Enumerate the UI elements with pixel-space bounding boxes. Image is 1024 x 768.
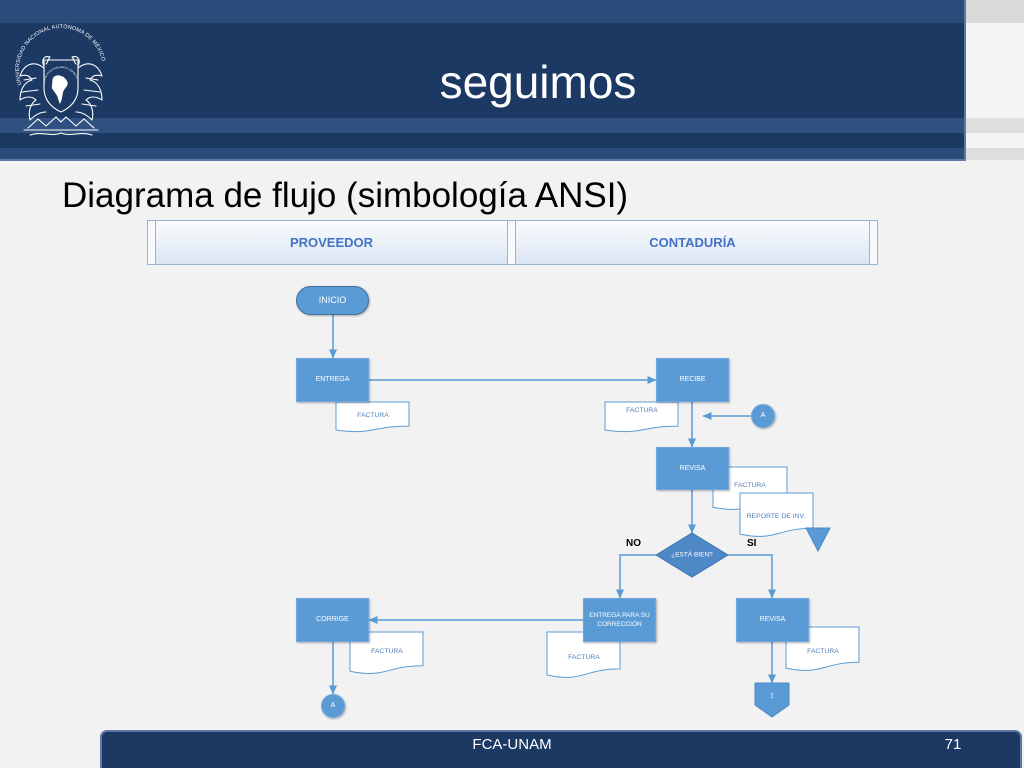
slide-header: UNIVERSIDAD NACIONAL AUTÓNOMA DE MÉXICO …: [0, 0, 966, 161]
process-entrega: ENTREGA: [296, 358, 369, 402]
arrow-decision-si: [728, 554, 776, 599]
seal-map: [51, 75, 68, 104]
unam-seal-icon: UNIVERSIDAD NACIONAL AUTÓNOMA DE MÉXICO …: [15, 23, 106, 136]
lane-label-contaduria: CONTADURÍA: [649, 235, 736, 250]
lane-proveedor: PROVEEDOR: [155, 221, 508, 264]
header-side-panel: [966, 0, 1024, 160]
process-revisa-final: REVISA: [736, 598, 809, 642]
seal-shield: [43, 59, 79, 113]
document-label-reporte: REPORTE DE INV.: [747, 513, 806, 520]
slide-title: seguimos: [439, 56, 637, 108]
document-label-correccion: FACTURA: [568, 654, 600, 661]
process-entrega-correccion: ENTREGA PARA SU CORRECCIÓN: [583, 598, 656, 642]
lane-contaduria: CONTADURÍA: [515, 221, 870, 264]
document-shape-entrega: [335, 401, 410, 433]
document-label-entrega: FACTURA: [357, 412, 389, 419]
condor-wing: [75, 63, 103, 121]
offpage-connector-label: 1: [770, 693, 774, 700]
document-label-recibe: FACTURA: [626, 407, 658, 414]
lane-label-proveedor: PROVEEDOR: [289, 235, 374, 250]
header-stripe-bottom: [0, 148, 964, 159]
process-revisa: REVISA: [656, 447, 729, 490]
document-label-corrige: FACTURA: [371, 648, 403, 655]
document-shape-recibe: [604, 401, 679, 433]
footer-organization: FCA-UNAM: [472, 736, 552, 753]
decision-diamond: [655, 532, 729, 578]
eagle-head: [42, 56, 51, 67]
decision-label: ¿ESTÁ BIEN?: [671, 550, 713, 559]
header-stripe-middle: [0, 118, 964, 133]
seal-volcanoes: [23, 116, 99, 131]
seal-nopal-base: [29, 132, 93, 136]
condor-head: [71, 56, 80, 67]
branch-label-si: SI: [747, 538, 757, 549]
process-recibe: RECIBE: [656, 358, 729, 402]
start-terminator: INICIO: [296, 286, 369, 315]
archive-symbol: [805, 527, 831, 553]
eagle-wing: [19, 63, 47, 121]
arrow-decision-no: [616, 554, 656, 599]
slide-footer: FCA-UNAM 71: [100, 730, 1022, 768]
condor-feathers: [81, 77, 101, 107]
process-corrige: CORRIGE: [296, 598, 369, 642]
swimlane-header: PROVEEDOR CONTADURÍA: [147, 220, 878, 265]
connector-a-in: A: [751, 404, 775, 428]
slide-number: 71: [944, 736, 962, 753]
eagle-feathers: [21, 77, 41, 107]
document-label-revisa-final: FACTURA: [807, 648, 839, 655]
offpage-connector: [754, 682, 790, 718]
document-label-revisa-factura: FACTURA: [734, 482, 766, 489]
branch-label-no: NO: [626, 538, 641, 549]
header-stripe-top: [0, 0, 964, 23]
slide-subtitle: Diagrama de flujo (simbología ANSI): [62, 176, 629, 215]
connector-a-out: A: [321, 694, 345, 718]
document-shape-reporte: [739, 492, 814, 537]
